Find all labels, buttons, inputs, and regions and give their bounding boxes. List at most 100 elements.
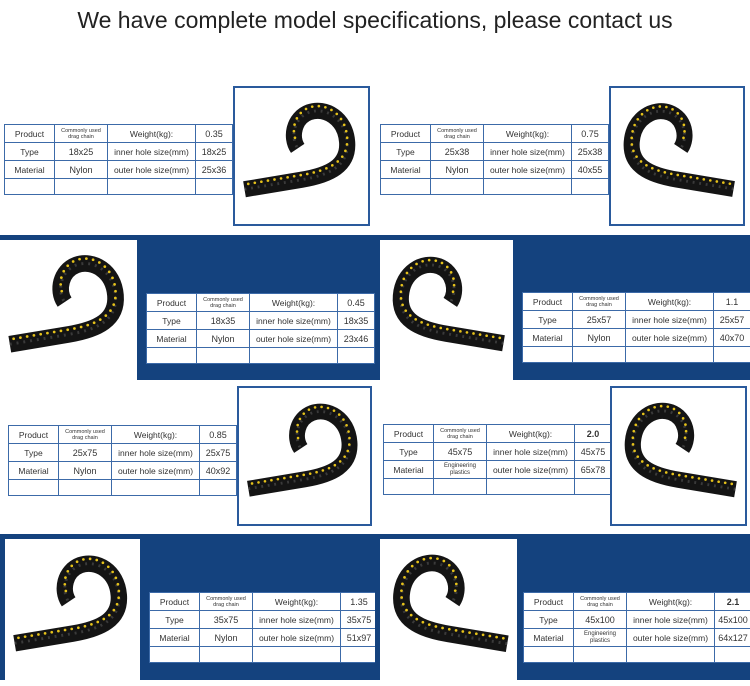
drag-chain-photo [380, 240, 513, 380]
outer-hole-value: 40x70 [713, 328, 750, 347]
empty-cell [199, 479, 237, 496]
product-label: Product [523, 592, 574, 611]
material-value: Nylon [199, 628, 253, 647]
commonly-used-label: Commonly used drag chain [196, 293, 250, 312]
drag-chain-icon [393, 554, 509, 652]
weight-label: Weight(kg): [483, 124, 572, 143]
empty-cell [111, 479, 200, 496]
empty-cell [58, 479, 112, 496]
material-value: Engineering plastics [573, 628, 627, 647]
inner-hole-value: 25x75 [199, 443, 237, 462]
inner-hole-label: inner hole size(mm) [486, 442, 575, 461]
inner-hole-value: 45x100 [714, 610, 750, 629]
product-label: Product [146, 293, 197, 312]
product-label: Product [380, 124, 431, 143]
material-label: Material [146, 329, 197, 348]
inner-hole-label: inner hole size(mm) [483, 142, 572, 161]
material-value: Nylon [58, 461, 112, 480]
outer-hole-label: outer hole size(mm) [626, 628, 715, 647]
product-label: Product [383, 424, 434, 443]
empty-cell [523, 646, 574, 663]
type-label: Type [146, 311, 197, 330]
commonly-used-label: Commonly used drag chain [54, 124, 108, 143]
spec-row-empty [8, 479, 237, 496]
inner-hole-label: inner hole size(mm) [625, 310, 714, 329]
empty-cell [626, 646, 715, 663]
type-value: 25x38 [430, 142, 484, 161]
drag-chain-icon [247, 403, 358, 497]
type-value: 45x75 [433, 442, 487, 461]
weight-value: 0.45 [337, 293, 375, 312]
empty-cell [249, 347, 338, 364]
drag-chain-photo [0, 240, 137, 380]
product-label: Product [8, 425, 59, 444]
outer-hole-value: 40x92 [199, 461, 237, 480]
inner-hole-value: 25x38 [571, 142, 609, 161]
empty-cell [483, 178, 572, 195]
material-label: Material [380, 160, 431, 179]
type-label: Type [523, 610, 574, 629]
type-label: Type [8, 443, 59, 462]
empty-cell [8, 479, 59, 496]
material-label: Material [522, 328, 573, 347]
weight-value: 1.1 [713, 292, 750, 311]
inner-hole-value: 45x75 [574, 442, 612, 461]
material-value: Nylon [196, 329, 250, 348]
empty-cell [4, 178, 55, 195]
empty-cell [573, 646, 627, 663]
type-value: 25x75 [58, 443, 112, 462]
drag-chain-icon [624, 402, 737, 498]
empty-cell [713, 346, 750, 363]
drag-chain-icon [243, 102, 356, 198]
material-value: Nylon [54, 160, 108, 179]
type-value: 18x35 [196, 311, 250, 330]
commonly-used-label: Commonly used drag chain [199, 592, 253, 611]
commonly-used-label: Commonly used drag chain [430, 124, 484, 143]
outer-hole-value: 25x36 [195, 160, 233, 179]
outer-hole-label: outer hole size(mm) [107, 160, 196, 179]
material-value: Nylon [572, 328, 626, 347]
empty-cell [149, 646, 200, 663]
empty-cell [571, 178, 609, 195]
weight-label: Weight(kg): [626, 592, 715, 611]
inner-hole-value: 35x75 [340, 610, 378, 629]
type-value: 18x25 [54, 142, 108, 161]
material-label: Material [149, 628, 200, 647]
spec-row-empty [523, 646, 750, 663]
empty-cell [340, 646, 378, 663]
outer-hole-label: outer hole size(mm) [249, 329, 338, 348]
inner-hole-label: inner hole size(mm) [249, 311, 338, 330]
commonly-used-label: Commonly used drag chain [58, 425, 112, 444]
commonly-used-label: Commonly used drag chain [572, 292, 626, 311]
outer-hole-value: 23x46 [337, 329, 375, 348]
spec-row-empty [146, 347, 375, 364]
weight-value: 0.75 [571, 124, 609, 143]
empty-cell [433, 478, 487, 495]
type-label: Type [4, 142, 55, 161]
empty-cell [199, 646, 253, 663]
empty-cell [195, 178, 233, 195]
drag-chain-icon [392, 256, 505, 352]
